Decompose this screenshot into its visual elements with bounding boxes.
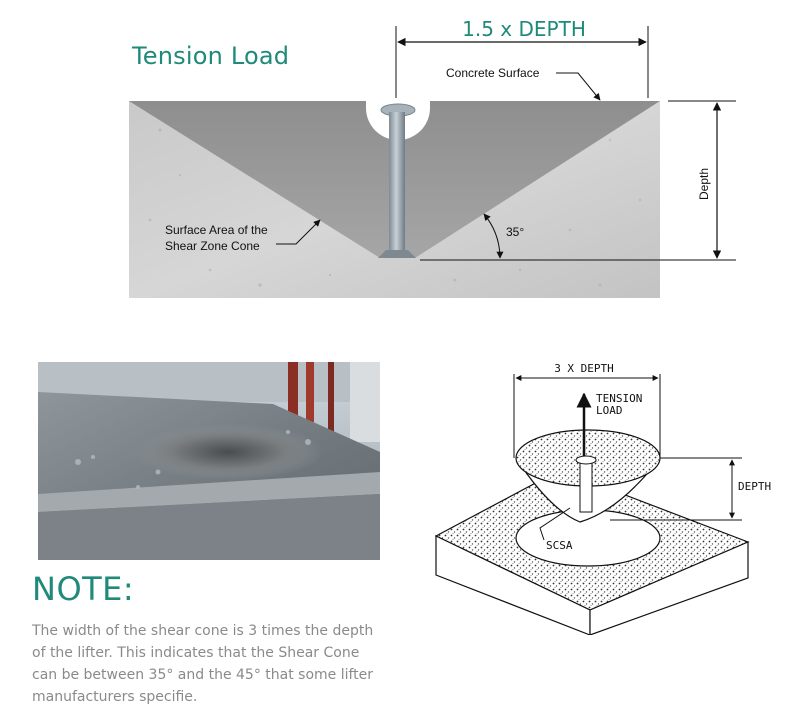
scsa-label: SCSA — [546, 539, 573, 552]
iso-depth-label: DEPTH — [738, 480, 771, 493]
anchor-shaft — [389, 112, 405, 252]
depth-label: Depth — [697, 168, 711, 200]
width-label: 1.5 x DEPTH — [462, 17, 586, 41]
tension-load-line1: TENSION — [596, 392, 642, 405]
concrete-texture — [148, 128, 642, 287]
shear-cone-diagram: 1.5 x DEPTH Concrete Surface Depth 35° S… — [129, 17, 736, 298]
isometric-cone-drawing: TENSION LOAD 3 X DEPTH DEPTH SCSA — [434, 362, 771, 635]
scsa-anchor — [579, 459, 593, 513]
note-line-2: of the lifter. This indicates that the S… — [32, 645, 360, 661]
concrete-surface-label: Concrete Surface — [446, 66, 540, 80]
tension-load-title: Tension Load — [132, 42, 290, 70]
angle-label: 35° — [506, 225, 524, 239]
note-heading: NOTE: — [32, 570, 135, 608]
cone-leader — [276, 219, 321, 245]
tension-load-line2: LOAD — [596, 404, 623, 417]
note-paragraph: The width of the shear cone is 3 times t… — [32, 620, 404, 708]
note-line-1: The width of the shear cone is 3 times t… — [32, 623, 374, 639]
surface-leader — [556, 72, 601, 101]
cone-label-line1: Surface Area of the — [165, 223, 268, 237]
note-line-3: can be between 35° and the 45° that some… — [32, 667, 374, 683]
crater — [133, 424, 323, 480]
note-line-4: manufacturers specifie. — [32, 689, 198, 705]
scsa-leader — [539, 507, 571, 541]
background-structure — [288, 362, 380, 442]
block-left-face — [435, 535, 591, 635]
block-right-face — [589, 541, 749, 635]
cone-label-line2: Shear Zone Cone — [165, 239, 260, 253]
iso-width-label: 3 X DEPTH — [554, 362, 614, 375]
anchor-foot — [378, 250, 416, 258]
failed-concrete-photo — [38, 362, 380, 560]
angle-arc — [483, 213, 504, 259]
